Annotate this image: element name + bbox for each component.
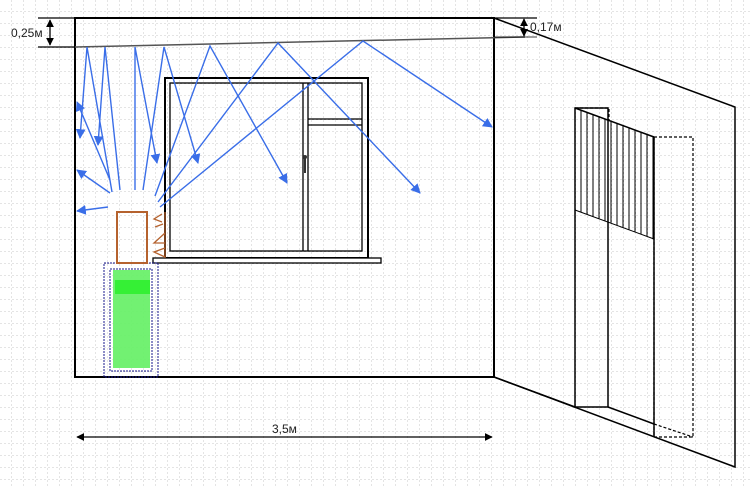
window-sill — [152, 257, 382, 264]
airflow-ray-arrow — [157, 41, 421, 203]
door-open-leaf-dashed — [653, 136, 694, 438]
heat-emission-icon — [152, 212, 166, 258]
dimension-room-width: 3,5м — [76, 422, 493, 441]
airflow-ray-arrow — [134, 46, 161, 190]
door-swing-dashed — [653, 423, 694, 438]
window-frame-inner — [169, 82, 363, 252]
front-wall — [74, 17, 495, 378]
heater-body — [116, 211, 148, 264]
radiator-inner-border — [109, 268, 153, 372]
airflow-ray-arrow — [93, 46, 121, 191]
sloped-ceiling-line — [74, 36, 526, 48]
door-left-dashed-top — [575, 107, 610, 120]
airflow-ray-arrow — [159, 40, 493, 208]
dimension-wall-offset: 0,25м — [11, 17, 75, 48]
floor-edge-segment — [607, 406, 655, 425]
dimension-label-025: 0,25м — [11, 26, 43, 40]
airflow-ray-arrow — [76, 205, 109, 215]
dimension-label-width: 3,5м — [272, 422, 297, 436]
door-hatching — [580, 110, 654, 239]
radiator — [103, 262, 159, 378]
floor-edge-left — [493, 376, 576, 408]
airflow-ray-arrow — [154, 44, 288, 197]
door-top-edge — [574, 107, 655, 138]
dimension-label-017: 0,17м — [530, 20, 562, 34]
airflow-ray-arrow — [142, 46, 201, 191]
airflow-ray-arrow — [75, 101, 111, 181]
side-door — [493, 107, 694, 438]
dimension-ceiling-offset: 0,17м — [494, 17, 562, 38]
radiator-band — [115, 280, 150, 294]
airflow-rays — [75, 40, 493, 215]
heater — [116, 211, 166, 264]
airflow-ray-arrow — [76, 169, 111, 194]
